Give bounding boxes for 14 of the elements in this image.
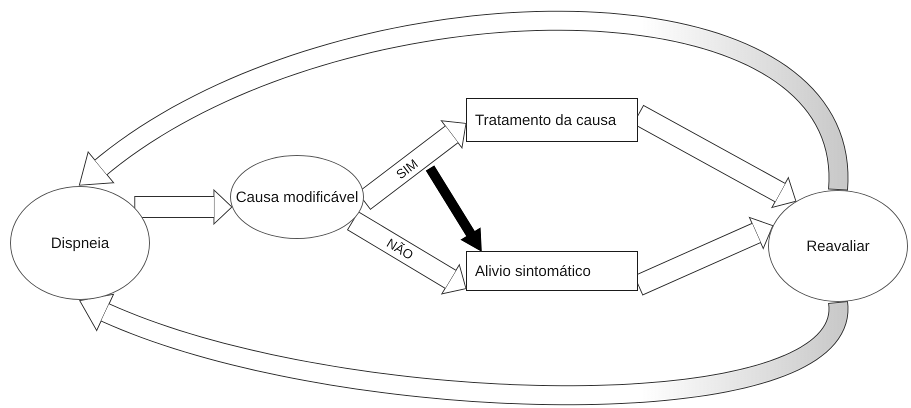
node-label: Tratamento da causa xyxy=(475,112,616,128)
process-box xyxy=(466,98,638,142)
block-arrow xyxy=(79,294,848,406)
block-arrow xyxy=(134,190,232,224)
edge-label: SIM xyxy=(394,156,420,181)
block-arrow xyxy=(346,211,466,294)
block-arrow xyxy=(78,10,848,192)
edge-label: NÃO xyxy=(384,236,416,262)
node-label: Causa modificável xyxy=(236,188,358,206)
node-label: Reavaliar xyxy=(806,238,870,254)
node-label: Alivio sintomático xyxy=(475,262,591,280)
block-arrow xyxy=(426,165,482,252)
node-label: Dispneia xyxy=(50,234,110,252)
process-box xyxy=(466,251,638,291)
